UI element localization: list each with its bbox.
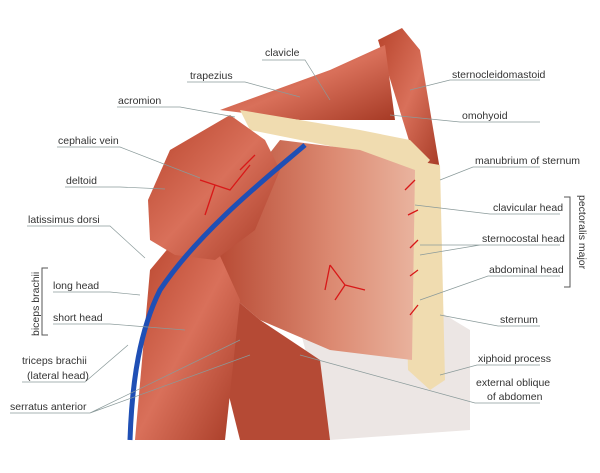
label-manubrium: manubrium of sternum (475, 155, 581, 167)
label-pectoralis-major: pectoralis major (576, 195, 588, 270)
trapezius-muscle (220, 45, 395, 120)
label-biceps-brachii: biceps brachii (30, 271, 42, 336)
label-external-oblique: external oblique (476, 377, 551, 389)
leader-lines (10, 59, 560, 414)
biceps-muscle (135, 240, 240, 440)
sternum-bone (405, 160, 445, 390)
arteries (199, 154, 419, 316)
label-cephalic-vein: cephalic vein (58, 135, 119, 147)
label-serratus-anterior: serratus anterior (10, 401, 87, 413)
sternocleidomastoid-muscle (378, 28, 440, 170)
cephalic-vein (127, 143, 307, 441)
label-external-oblique-2: of abdomen (487, 391, 543, 403)
label-xiphoid-process: xiphoid process (478, 353, 551, 365)
latissimus-muscle (225, 290, 330, 440)
label-acromion: acromion (118, 95, 162, 107)
label-triceps-lateral-head: (lateral head) (27, 370, 89, 382)
label-latissimus-dorsi: latissimus dorsi (28, 214, 100, 226)
label-long-head: long head (53, 280, 100, 292)
label-clavicular-head: clavicular head (493, 202, 564, 214)
label-omohyoid: omohyoid (462, 110, 508, 122)
label-triceps-brachii: triceps brachii (22, 355, 87, 367)
label-abdominal-head: abdominal head (489, 264, 564, 276)
label-deltoid: deltoid (66, 175, 97, 187)
pectoralis-bracket (564, 196, 571, 288)
label-clavicle: clavicle (265, 47, 300, 59)
clavicle-bone (240, 110, 430, 172)
label-trapezius: trapezius (190, 70, 233, 82)
label-sternum: sternum (500, 314, 538, 326)
label-sternocleidomastoid: sternocleidomastoid (452, 69, 546, 81)
label-short-head: short head (53, 312, 103, 324)
label-sternocostal-head: sternocostal head (482, 233, 565, 245)
biceps-bracket (41, 267, 48, 336)
